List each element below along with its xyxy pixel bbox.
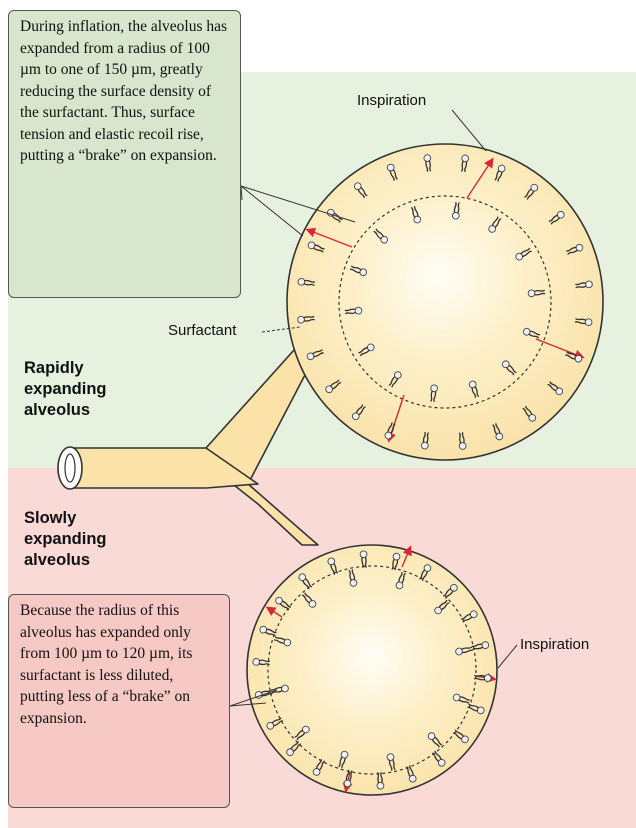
expansion-arrow [466, 157, 494, 199]
surfactant-molecule [467, 703, 485, 715]
surfactant-molecule [494, 164, 506, 182]
surfactant-molecule [259, 625, 277, 637]
surfactant-molecule [427, 732, 443, 748]
surfactant-molecule [358, 343, 375, 357]
surfactant-molecule [565, 351, 583, 363]
surfactant-molecule [461, 154, 470, 173]
slow-alveolus-callout: Because the radius of this alveolus has … [8, 594, 230, 808]
surfactant-molecule [327, 557, 339, 575]
surfactant-molecule [522, 327, 541, 339]
surfactant-molecule [492, 423, 504, 441]
surfactant-molecule [376, 771, 385, 790]
surfactant-molecule [306, 349, 324, 361]
surfactant-molecule [297, 315, 315, 324]
expansion-arrow [401, 545, 412, 568]
surfactant-molecule [527, 289, 546, 298]
surfactant-molecule [566, 243, 584, 255]
surfactant-molecule [419, 564, 432, 581]
surfactant-molecule [294, 725, 310, 741]
surfactant-molecule [373, 228, 389, 244]
leader-line [240, 185, 356, 223]
surfactant-molecule [522, 405, 537, 422]
surfactant-molecule [338, 750, 349, 769]
surfactant-molecule [297, 277, 316, 286]
inspiration-label-bottom: Inspiration [520, 636, 590, 653]
surfactant-molecule [312, 759, 325, 776]
surfactant-molecule [452, 693, 471, 704]
surfactant-molecule [471, 641, 490, 651]
surfactant-molecule [298, 573, 313, 590]
surfactant-molecule [271, 684, 289, 694]
surfactant-molecule [458, 432, 467, 450]
surfactant-molecule [386, 163, 398, 181]
slow-alveolus-label: Slowly expanding alveolus [24, 509, 107, 569]
leader-line [240, 185, 243, 201]
surfactant-molecule [575, 280, 593, 289]
leader-line [240, 185, 304, 237]
surfactant-molecule [286, 741, 302, 757]
surfactant-molecule [307, 241, 325, 253]
surfactant-molecule [388, 371, 402, 388]
leader-line [229, 702, 267, 707]
leader-line [497, 644, 518, 669]
surfactant-molecule [501, 360, 517, 376]
surfactant-molecule [349, 265, 368, 277]
surfactant-molecule [524, 183, 539, 200]
expansion-arrow [265, 606, 283, 618]
surfactant-molecule [395, 571, 406, 590]
slow-alveolus [246, 544, 498, 796]
surfactant-molecule [423, 154, 432, 172]
rapid-alveolus-callout: During inflation, the alveolus has expan… [8, 10, 241, 298]
surfactant-molecule [420, 431, 429, 450]
surfactant-molecule [325, 379, 342, 394]
surfactant-molecule [455, 646, 473, 656]
surfactant-molecule [273, 636, 292, 647]
surfactant-molecule [391, 552, 401, 571]
surfactant-molecule [266, 717, 284, 730]
rapid-alveolus-label: Rapidly expanding alveolus [24, 359, 107, 419]
rapid-alveolus [286, 143, 604, 461]
airway-lumen [64, 453, 76, 483]
surfactant-molecule [547, 381, 564, 396]
leader-line [261, 326, 301, 333]
surfactant-molecule [431, 750, 446, 767]
surfactant-molecule [353, 182, 368, 199]
surfactant-molecule [359, 550, 368, 569]
surfactant-molecules [252, 154, 593, 790]
surfactant-molecule [252, 658, 271, 666]
slow-alveolus-initial-boundary [267, 565, 477, 775]
surfactant-molecule [348, 569, 358, 587]
surfactant-molecule [275, 596, 292, 611]
surfactant-molecule [301, 592, 317, 608]
rapid-alveolus-initial-boundary [338, 195, 552, 409]
surfactant-molecule [434, 599, 450, 615]
surfactant-molecule [488, 216, 502, 233]
surfactant-molecule [351, 404, 366, 421]
surfactant-molecule [384, 422, 396, 440]
expansion-arrow [305, 227, 353, 248]
surfactant-molecule [468, 380, 480, 398]
surfactant-molecule [442, 583, 458, 599]
surfactant-molecule [473, 674, 492, 682]
leader-line [451, 109, 487, 152]
surfactant-molecule [344, 306, 363, 315]
inspiration-label-top: Inspiration [357, 92, 427, 109]
surfactant-molecule [452, 729, 469, 744]
surfactant-molecule [386, 753, 396, 771]
leader-line [229, 689, 278, 707]
surfactant-molecule [451, 201, 460, 220]
surfactant-molecule [574, 318, 593, 327]
surfactant-molecule [410, 206, 422, 224]
surfactant-molecule [405, 765, 417, 783]
surfactant-molecule [343, 769, 353, 788]
surfactant-molecule [515, 247, 532, 261]
surfactant-label: Surfactant [168, 322, 237, 339]
surfactant-molecule [548, 210, 565, 225]
surfactant-molecule [430, 384, 439, 403]
surfactant-molecule [460, 610, 478, 623]
